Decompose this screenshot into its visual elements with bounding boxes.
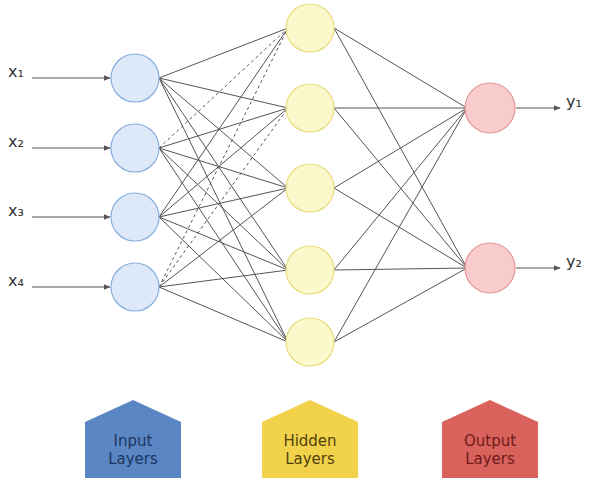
connection-line — [32, 217, 110, 218]
connection-line — [516, 268, 560, 269]
connection-line — [516, 108, 560, 109]
neuron-circle — [111, 263, 159, 311]
connection-line — [159, 78, 288, 108]
connection-line — [159, 28, 288, 78]
connection-line — [334, 108, 467, 109]
pentagon-outline — [85, 400, 181, 478]
connection-line — [159, 217, 288, 342]
connection-line — [334, 188, 467, 268]
neuron-circle — [286, 84, 334, 132]
variable-label: y₂ — [566, 252, 582, 272]
connection-lines — [32, 28, 560, 342]
connection-line — [159, 148, 288, 188]
connection-line — [334, 28, 467, 108]
pentagon-outline — [442, 400, 538, 478]
connection-line — [334, 108, 467, 188]
neuron-circle — [286, 246, 334, 294]
connection-line — [159, 217, 288, 270]
neuron-circle — [286, 164, 334, 212]
neuron-circle — [286, 318, 334, 366]
connection-line — [159, 270, 288, 287]
pentagon-outline — [262, 400, 358, 478]
connection-line — [159, 108, 288, 287]
variable-label: x₂ — [8, 132, 24, 152]
neuron-circle — [465, 243, 515, 293]
connection-line — [32, 78, 110, 79]
connection-line — [334, 108, 467, 342]
connection-line — [32, 148, 110, 149]
layer-tag: Output Layers — [442, 400, 538, 478]
connection-line — [159, 108, 288, 148]
neuron-circle — [286, 4, 334, 52]
connection-line — [334, 268, 467, 342]
layer-name: Output Layers — [442, 432, 538, 468]
connection-line — [159, 188, 288, 287]
connection-line — [159, 78, 288, 270]
connection-line — [159, 78, 288, 342]
neuron-circle — [111, 124, 159, 172]
connection-line — [159, 287, 288, 342]
connection-line — [334, 268, 467, 270]
neuron-circle — [465, 83, 515, 133]
connection-line — [159, 28, 288, 148]
connection-line — [334, 28, 467, 268]
variable-label: x₄ — [8, 271, 24, 291]
connection-line — [159, 28, 288, 217]
variable-label: x₁ — [8, 62, 24, 82]
connection-line — [32, 287, 110, 288]
neuron-circles — [111, 4, 515, 366]
connection-line — [334, 108, 467, 270]
layer-name: Hidden Layers — [262, 432, 358, 468]
neuron-circle — [111, 193, 159, 241]
connection-line — [159, 148, 288, 270]
connection-line — [159, 28, 288, 287]
connection-line — [159, 78, 288, 188]
connection-line — [159, 148, 288, 342]
variable-label: x₃ — [8, 201, 24, 221]
connection-line — [159, 108, 288, 217]
layer-tag: Hidden Layers — [262, 400, 358, 478]
layer-tag: Input Layers — [85, 400, 181, 478]
layer-name: Input Layers — [85, 432, 181, 468]
variable-label: y₁ — [566, 92, 582, 112]
neuron-circle — [111, 54, 159, 102]
